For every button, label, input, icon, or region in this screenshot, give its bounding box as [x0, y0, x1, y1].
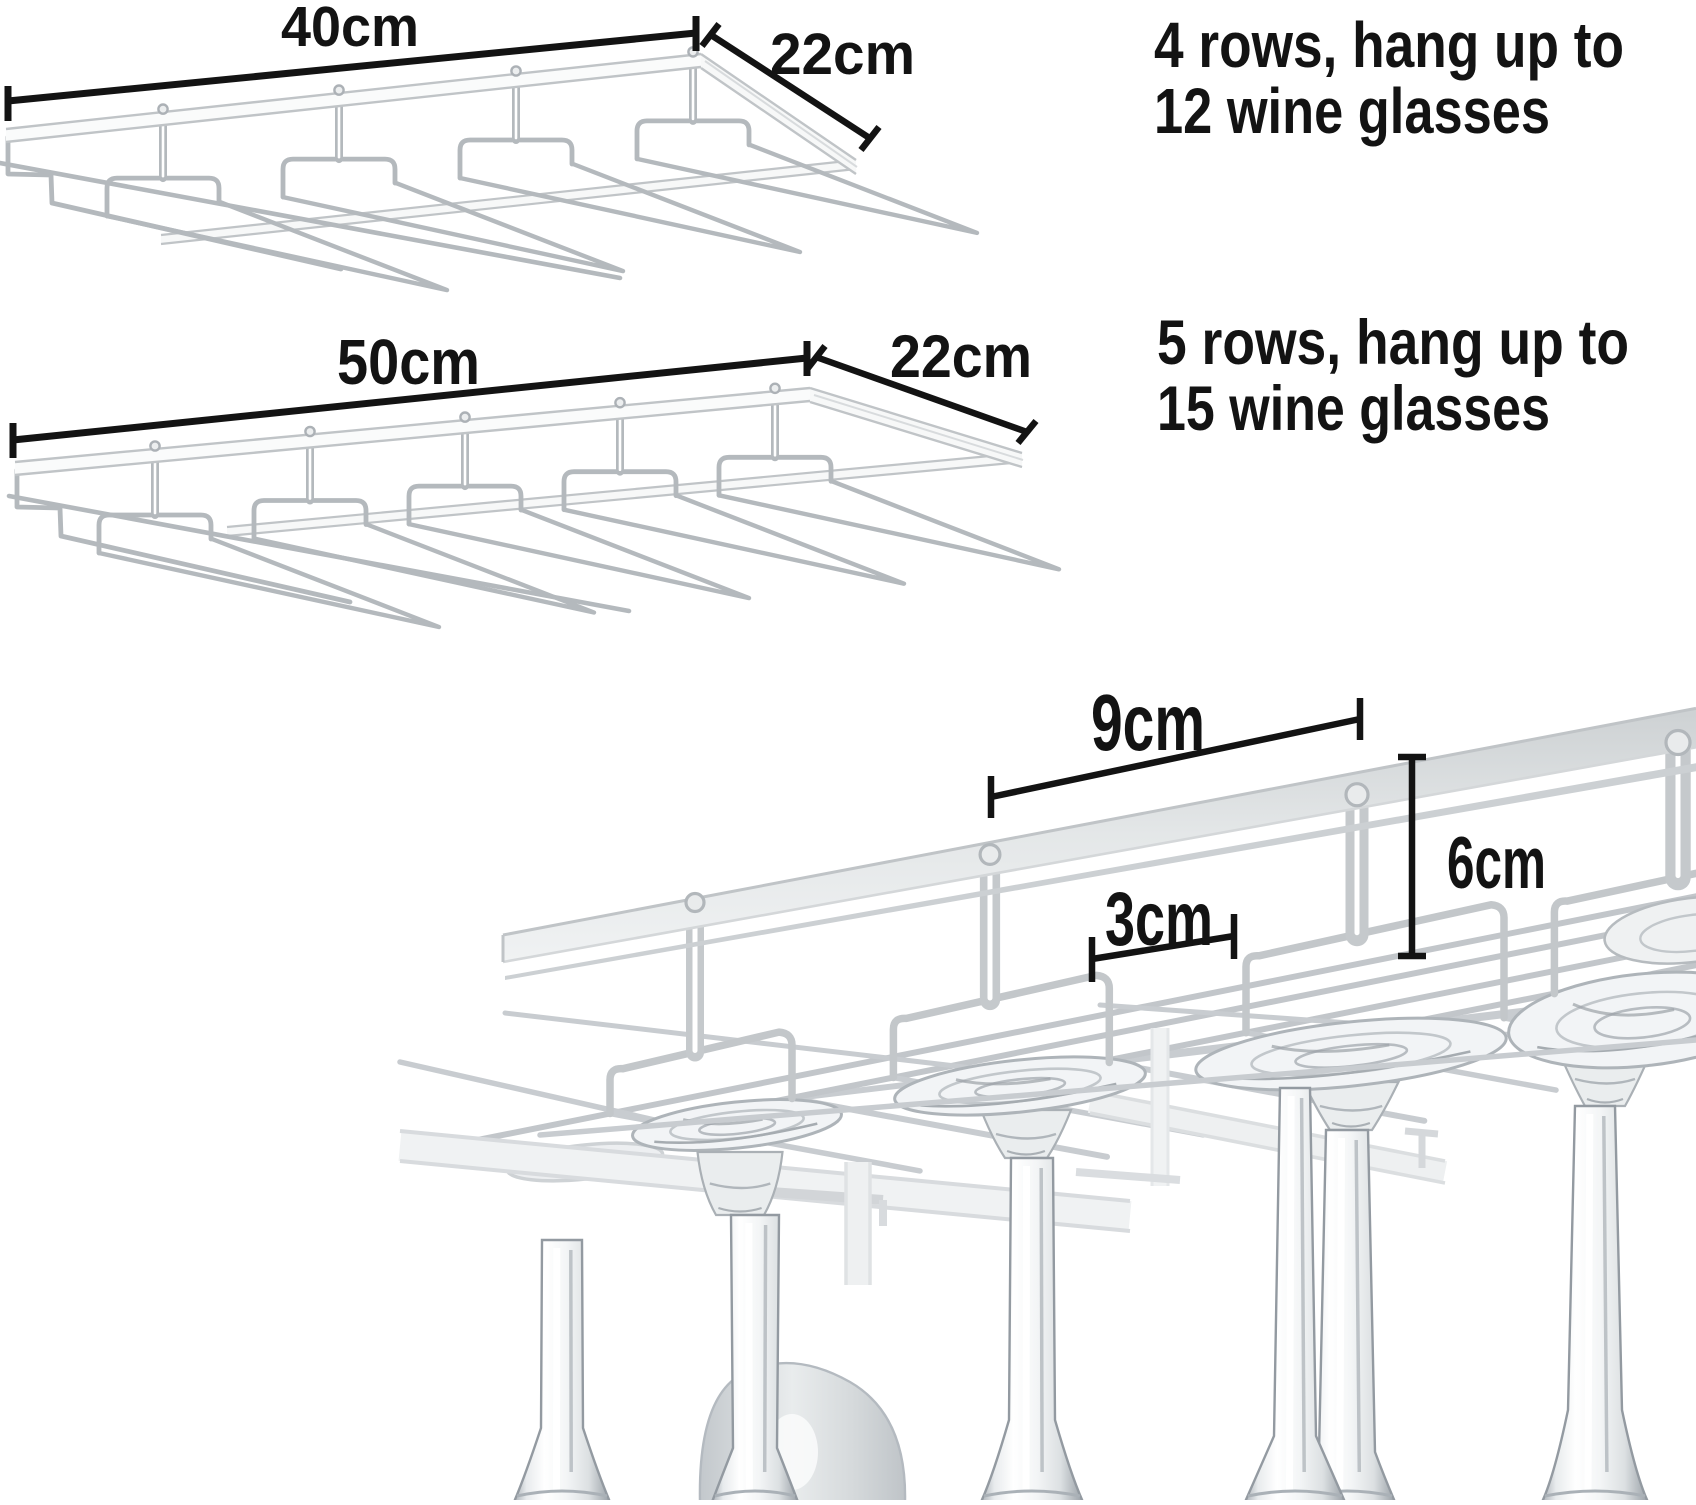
- svg-text:40cm: 40cm: [281, 0, 419, 59]
- svg-text:4 rows, hang up to: 4 rows, hang up to: [1154, 9, 1624, 81]
- svg-text:6cm: 6cm: [1447, 823, 1546, 904]
- svg-text:12 wine glasses: 12 wine glasses: [1154, 75, 1550, 147]
- svg-text:3cm: 3cm: [1105, 877, 1213, 962]
- svg-text:9cm: 9cm: [1091, 678, 1205, 767]
- svg-text:50cm: 50cm: [337, 326, 480, 398]
- svg-text:22cm: 22cm: [890, 323, 1032, 390]
- svg-text:15 wine glasses: 15 wine glasses: [1157, 374, 1550, 444]
- svg-text:5 rows, hang up to: 5 rows, hang up to: [1157, 308, 1629, 378]
- svg-text:22cm: 22cm: [770, 22, 915, 87]
